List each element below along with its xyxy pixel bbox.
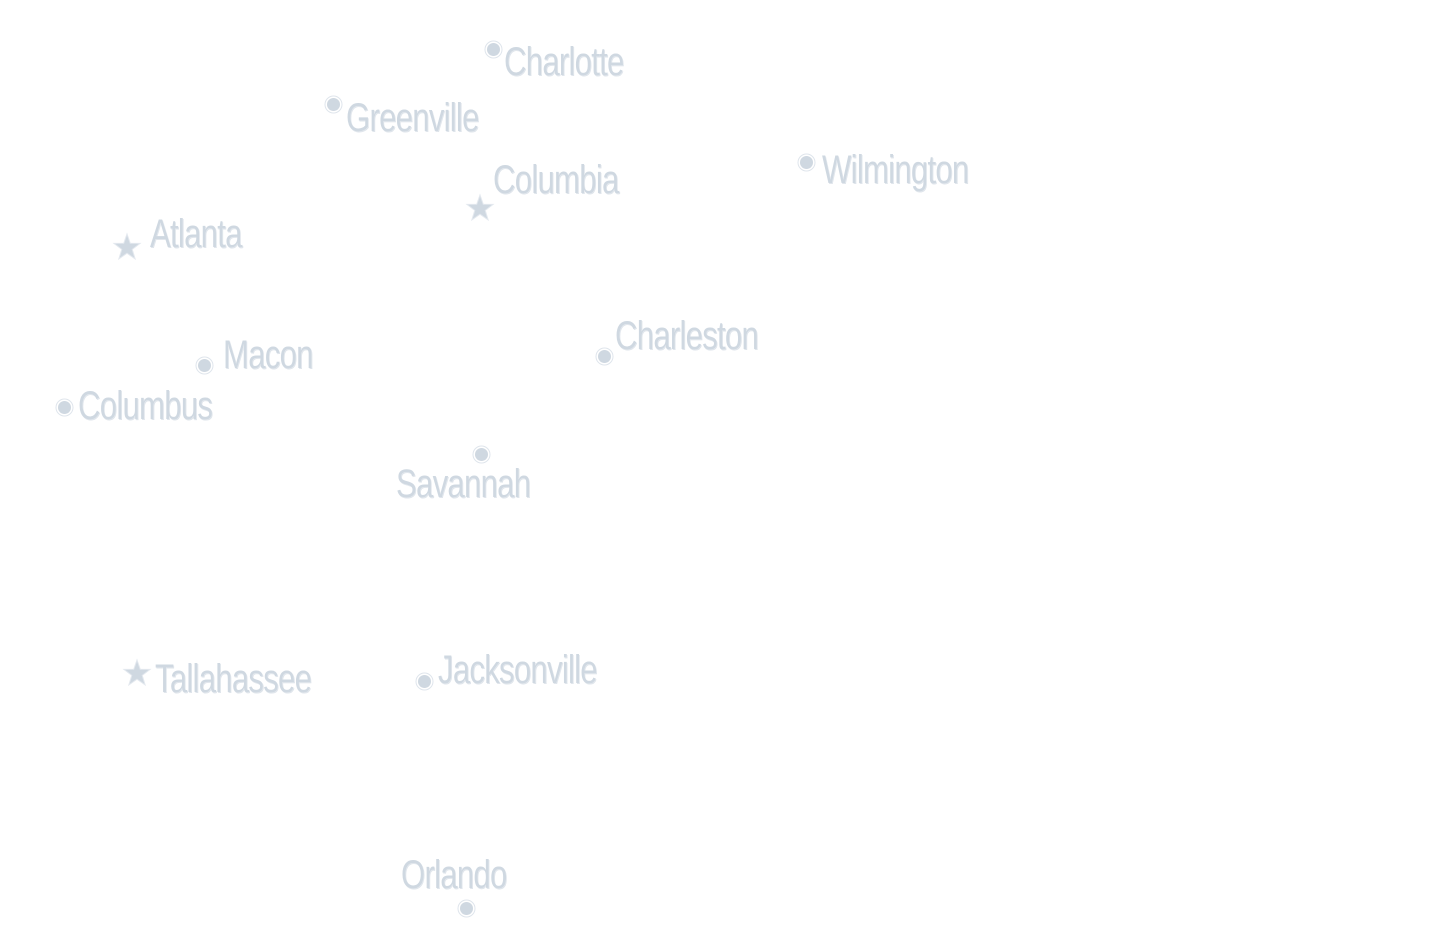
city-label-macon: Macon (223, 333, 314, 377)
star-icon (122, 658, 152, 688)
city-label-orlando: Orlando (401, 853, 507, 897)
dot-icon (198, 359, 211, 372)
dot-icon (418, 675, 431, 688)
city-label-tallahassee: Tallahassee (155, 657, 312, 701)
city-label-greenville: Greenville (346, 96, 479, 140)
city-label-columbia: Columbia (493, 158, 619, 202)
star-icon (465, 193, 495, 223)
city-label-columbus: Columbus (78, 384, 213, 428)
dot-icon (475, 448, 488, 461)
city-label-atlanta: Atlanta (150, 212, 242, 256)
city-label-charleston: Charleston (615, 314, 759, 358)
city-label-savannah: Savannah (396, 462, 531, 506)
star-icon (112, 232, 142, 262)
dot-icon (800, 156, 813, 169)
dot-icon (460, 902, 473, 915)
city-label-charlotte: Charlotte (504, 40, 624, 84)
dot-icon (598, 350, 611, 363)
dot-icon (487, 43, 500, 56)
dot-icon (58, 401, 71, 414)
city-label-wilmington: Wilmington (822, 148, 969, 192)
city-label-jacksonville: Jacksonville (438, 648, 598, 692)
dot-icon (327, 98, 340, 111)
